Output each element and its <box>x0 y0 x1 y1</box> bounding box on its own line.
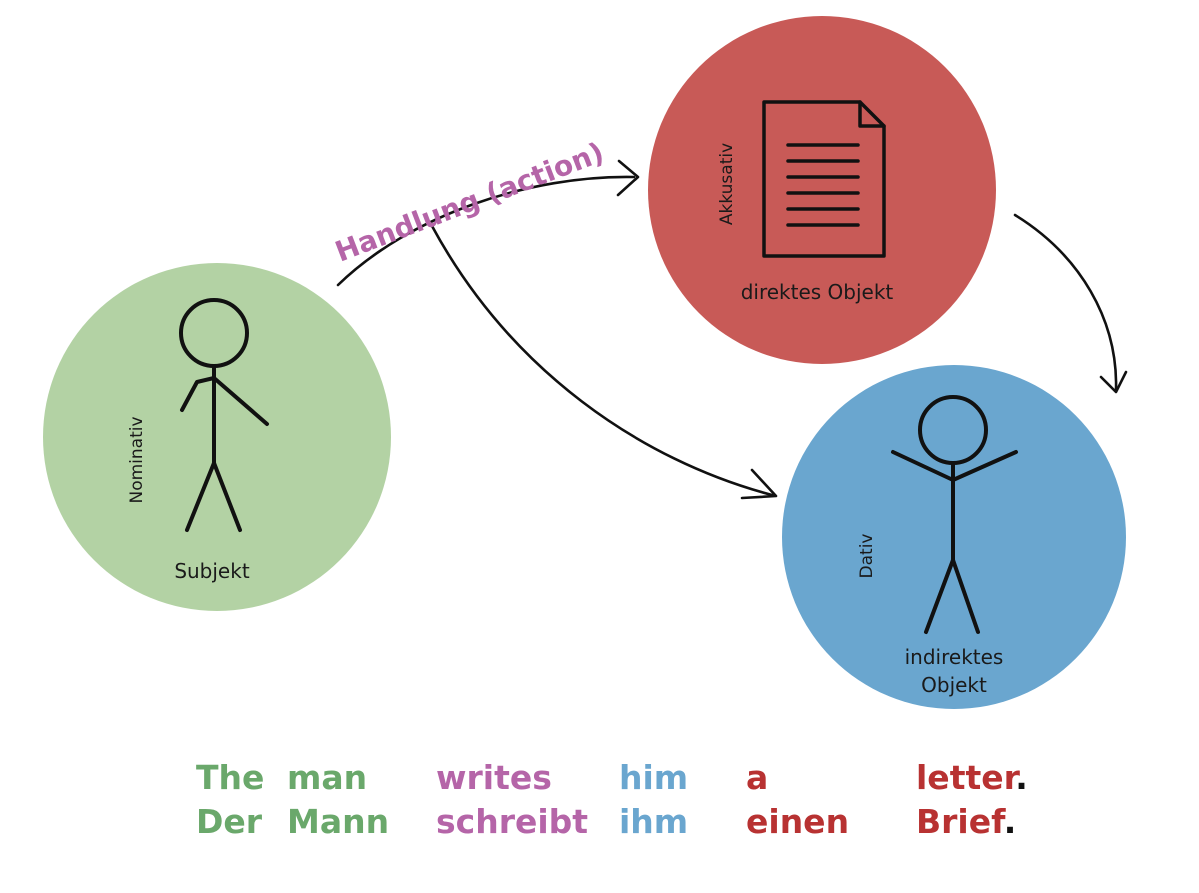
english-direct-object-text: letter <box>916 758 1016 797</box>
nominative-circle <box>43 263 391 611</box>
dative-case-label: Dativ <box>857 534 877 579</box>
english-word-subject: man <box>287 758 368 797</box>
german-direct-object-text: Brief <box>916 802 1004 841</box>
indirect-object-node: Dativ indirektes Objekt <box>782 365 1126 709</box>
english-period: . <box>1015 758 1028 797</box>
english-word-indirect-object: him <box>619 758 689 797</box>
german-word-article: Der <box>196 802 263 841</box>
stick-figure-icon <box>179 298 269 532</box>
nominative-case-label: Nominativ <box>127 416 147 503</box>
english-word-article: The <box>196 758 265 797</box>
document-icon <box>762 100 886 258</box>
action-arrow-to-indirect-object <box>430 224 774 497</box>
stick-figure-arms-up-icon <box>891 395 1018 634</box>
english-word-direct-article: a <box>746 758 769 797</box>
german-word-direct-object: Brief. <box>916 800 1016 844</box>
indirect-object-label-line2: Objekt <box>921 673 987 697</box>
german-word-direct-article: einen <box>746 802 850 841</box>
action-label: Handlung (action) <box>331 136 609 269</box>
german-sentence-row: Der Mann schreibt ihm einen Brief. <box>0 800 1199 844</box>
english-word-verb: writes <box>436 758 552 797</box>
english-word-direct-object: letter. <box>916 756 1028 800</box>
accusative-case-label: Akkusativ <box>717 143 737 225</box>
indirect-object-label-line1: indirektes <box>905 645 1004 669</box>
accusative-circle <box>648 16 996 364</box>
english-sentence-row: The man writes him a letter. <box>0 756 1199 800</box>
direct-object-label: direktes Objekt <box>741 280 894 304</box>
action-arrowhead-indirect-object <box>740 468 778 500</box>
example-sentence: The man writes him a letter. Der Mann sc… <box>0 756 1199 844</box>
german-word-indirect-object: ihm <box>619 802 689 841</box>
german-word-subject: Mann <box>287 802 390 841</box>
german-word-verb: schreibt <box>436 802 589 841</box>
subject-node: Nominativ Subjekt <box>43 263 391 611</box>
arrowhead-direct-to-indirect <box>1099 370 1128 394</box>
direct-object-node: Akkusativ direktes Objekt <box>648 16 996 364</box>
subject-label: Subjekt <box>174 559 250 583</box>
action-arrowhead-direct-object <box>616 159 640 197</box>
german-period: . <box>1003 802 1017 841</box>
action-arrow-to-direct-object <box>336 175 636 287</box>
arrow-direct-to-indirect <box>1013 213 1118 392</box>
